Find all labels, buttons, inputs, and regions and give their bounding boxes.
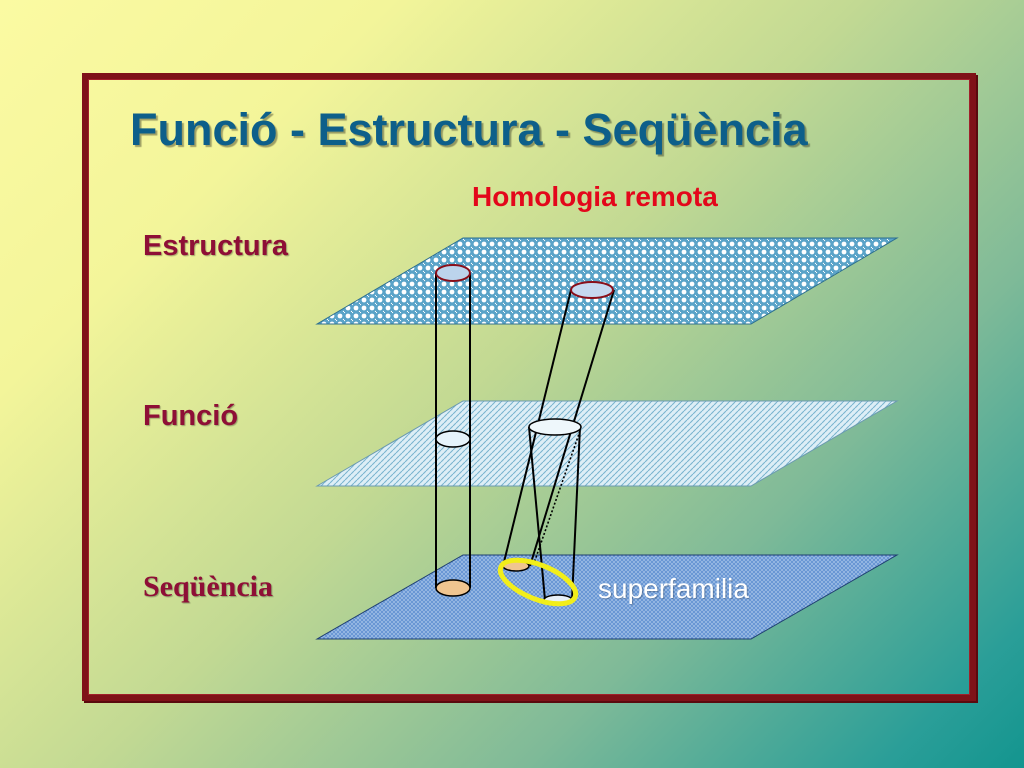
superfamily-highlight-ring — [497, 557, 579, 607]
slide-frame — [82, 73, 976, 701]
label-estructura: Estructura — [143, 230, 289, 262]
plane-estructura — [315, 237, 899, 325]
label-sequencia: Seqüència — [143, 570, 274, 603]
plane-sequencia — [315, 554, 899, 640]
plane-funcio — [315, 400, 899, 487]
label-superfamilia: superfamilia — [598, 573, 749, 604]
label-funcio: Funció — [143, 400, 239, 432]
cylinder-straight — [435, 264, 471, 597]
slide-subtitle: Homologia remota — [472, 181, 718, 212]
slide-title: Funció - Estructura - Seqüència — [130, 104, 808, 155]
